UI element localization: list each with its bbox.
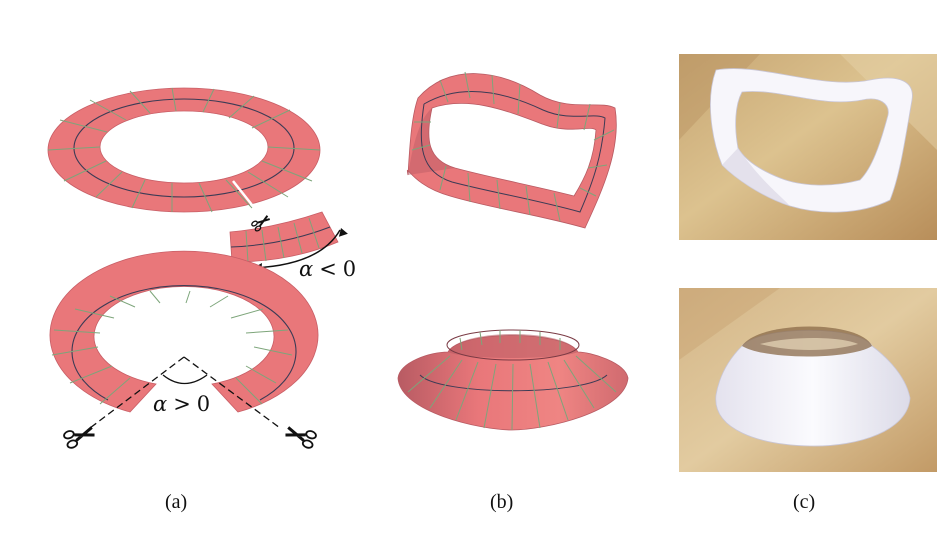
alpha-neg-arrow bbox=[252, 229, 341, 269]
alpha-neg-arrowhead-start bbox=[338, 228, 348, 237]
panel-a-bottom-annulus bbox=[49, 250, 319, 413]
photo-paper-cone bbox=[679, 288, 937, 472]
saddle-shade bbox=[408, 108, 455, 175]
annulus-grid bbox=[47, 87, 321, 213]
panel-b-cone bbox=[397, 329, 629, 431]
caption-a: (a) bbox=[165, 491, 187, 513]
scissors-icon bbox=[285, 426, 317, 449]
cone-inner-back bbox=[448, 334, 578, 358]
panel-a-top-annulus bbox=[47, 87, 321, 213]
inserted-wedge bbox=[229, 211, 339, 263]
saddle-midline bbox=[420, 90, 606, 213]
angle-arc bbox=[162, 374, 208, 385]
alpha-pos-label: α>0 bbox=[153, 392, 210, 416]
cut-lines bbox=[89, 356, 281, 429]
cut-annulus-grid bbox=[51, 290, 293, 405]
cut-annulus-midline bbox=[71, 285, 297, 401]
saddle-grid bbox=[411, 71, 615, 222]
photo-paper-saddle bbox=[679, 54, 937, 240]
scissors-icon bbox=[63, 426, 95, 449]
annulus-strip bbox=[47, 87, 321, 213]
cut-annulus-strip bbox=[49, 250, 319, 413]
cone-grid bbox=[407, 330, 617, 431]
cone-rim bbox=[446, 329, 580, 361]
scissors-icon bbox=[251, 215, 270, 232]
cut-slit bbox=[232, 180, 257, 211]
caption-c: (c) bbox=[793, 491, 815, 513]
caption-b: (b) bbox=[490, 491, 513, 513]
saddle-strip bbox=[406, 73, 617, 229]
panel-b-saddle bbox=[406, 71, 617, 229]
alpha-neg-label: α<0 bbox=[299, 257, 356, 281]
